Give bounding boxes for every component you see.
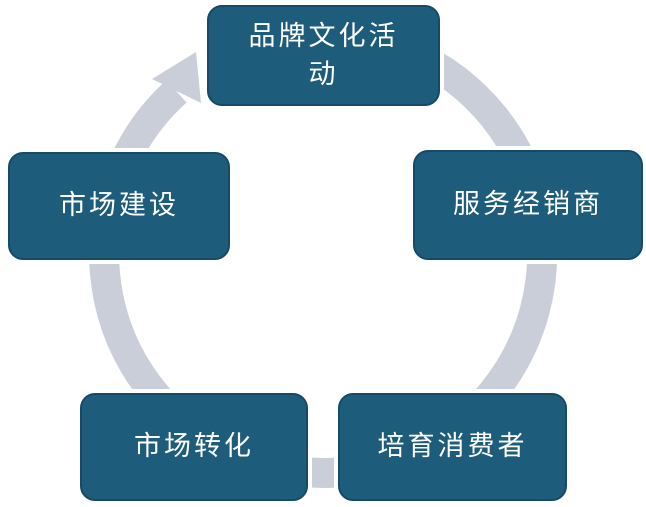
cycle-node-bottom-right: 培育消费者	[338, 393, 567, 501]
cycle-node-label: 品牌文化活动	[248, 20, 399, 89]
arrowhead-icon	[152, 52, 201, 103]
cycle-node-top: 品牌文化活动	[207, 5, 440, 106]
cycle-node-bottom-left: 市场转化	[80, 393, 308, 501]
cycle-node-label: 培育消费者	[377, 431, 528, 462]
cycle-node-right: 服务经销商	[413, 150, 643, 260]
cycle-node-label: 市场转化	[134, 431, 254, 462]
cycle-node-left: 市场建设	[8, 152, 230, 260]
cycle-node-label: 市场建设	[59, 190, 179, 221]
cycle-node-label: 服务经销商	[453, 189, 603, 220]
